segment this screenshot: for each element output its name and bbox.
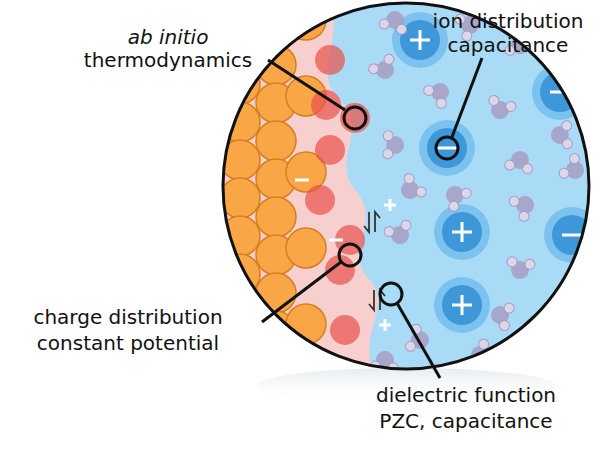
ion (434, 204, 490, 260)
solvation-shell (544, 207, 600, 263)
solvated-ions (392, 12, 600, 373)
focus-ring (380, 283, 402, 305)
water-molecule (550, 121, 572, 150)
charge-sign (329, 240, 343, 241)
solvation-shell (419, 120, 475, 176)
charge-sign (437, 148, 457, 149)
zoom-content (220, 0, 600, 427)
leader-line (397, 303, 440, 378)
water-molecule (383, 131, 405, 159)
annotation-label: dielectric function (376, 384, 556, 406)
solvation-shell (434, 277, 490, 333)
electrode-atom (220, 330, 260, 370)
water-molecule (488, 299, 516, 331)
electrode-atom (256, 121, 296, 161)
charge-sign (562, 235, 582, 236)
electrode-atom (286, 380, 326, 420)
charge-sign (295, 180, 309, 181)
ion (532, 64, 588, 120)
water-molecule (505, 256, 536, 281)
water-molecule (378, 7, 411, 35)
water-molecule (383, 219, 417, 248)
charge-sign (452, 295, 472, 315)
surface-atom (305, 185, 335, 215)
electrode-atom (256, 387, 296, 427)
surface-atom (315, 45, 345, 75)
ion-core (540, 72, 580, 112)
electrode-atom (256, 197, 296, 237)
water-molecule (504, 148, 536, 174)
focus-ring (436, 137, 458, 159)
electrode-atom (220, 368, 260, 408)
surface-atom (330, 315, 360, 345)
leader-lines (262, 58, 482, 378)
annotation-label: capacitance (448, 34, 569, 56)
charge-signs (295, 30, 582, 355)
annotation-label: ab initio (128, 26, 209, 48)
solvation-shell (532, 64, 588, 120)
water-molecule (422, 76, 457, 111)
focus-ring (344, 107, 366, 129)
charge-sign (452, 222, 472, 242)
electrode-atom (286, 228, 326, 268)
leader-line (452, 58, 482, 137)
annotation-label: ion distribution (433, 10, 584, 32)
equilibrium-arrows (364, 212, 385, 310)
zoom-circle (223, 3, 589, 369)
annotation-label: constant potential (37, 332, 219, 354)
water-molecule (467, 338, 496, 371)
leader-line (268, 60, 345, 110)
annotation-label: charge distribution (33, 306, 222, 328)
charge-sign (535, 335, 555, 355)
focus-ring (339, 244, 361, 266)
ion-core (442, 285, 482, 325)
ion-core (427, 128, 467, 168)
ion (544, 207, 600, 263)
water-molecule (394, 172, 428, 207)
electrode-atom (220, 0, 260, 28)
water-molecule (439, 179, 474, 214)
water-molecules (367, 7, 592, 373)
surface-atom (340, 103, 370, 133)
electrode-atom (256, 349, 296, 389)
charge-sign (379, 319, 391, 331)
charge-sign (410, 30, 430, 50)
electrolyte (220, 0, 600, 380)
leader-line (262, 262, 341, 322)
ion (434, 277, 490, 333)
surface-atom (315, 135, 345, 165)
electrode-atom (256, 7, 296, 47)
electrode-atom (220, 292, 260, 332)
electrode-atom (256, 273, 296, 313)
water-molecule (507, 188, 540, 223)
annotation-label: thermodynamics (84, 49, 252, 71)
solvation-shell (434, 204, 490, 260)
water-molecule (367, 52, 402, 85)
charge-sign (550, 92, 570, 93)
ion-core (525, 325, 565, 365)
ion (419, 120, 475, 176)
ion-core (442, 212, 482, 252)
annotation-label: PZC, capacitance (379, 410, 552, 432)
water-molecule (484, 94, 517, 123)
charge-sign (384, 199, 396, 211)
equilibrium-arrow (364, 212, 380, 232)
